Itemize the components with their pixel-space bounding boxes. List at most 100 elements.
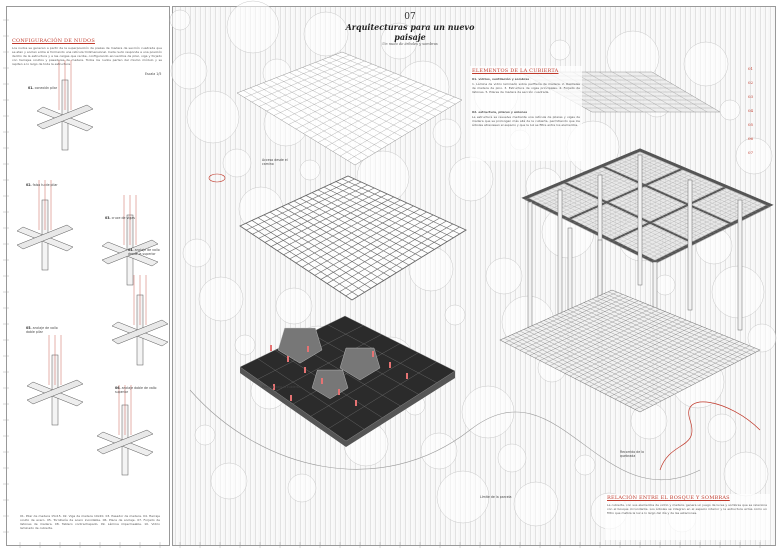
right-subheading-2: 02. estructura, pilares y uniones [472, 110, 528, 114]
title-block: 07 Arquitecturas para un nuevo paisaje U… [330, 12, 490, 46]
tree-canopy [186, 90, 240, 144]
layer-number: 07 [748, 150, 754, 155]
node-drawing-4 [111, 275, 169, 366]
right-beam-grid-line [611, 185, 728, 242]
node-beam [101, 239, 159, 265]
right-deck-grid-line [629, 345, 750, 408]
left-intro: Los nudos se generan a partir de la supe… [12, 46, 162, 66]
tree-canopy [448, 156, 494, 202]
node-label-4: 04. anclaje de vallo desde la superior [128, 248, 160, 256]
tree-canopy [497, 443, 527, 473]
sheet-number: 07 [404, 12, 416, 22]
tree-canopy [513, 481, 559, 527]
roof-glass-grid-line [309, 64, 429, 121]
tree-canopy [194, 424, 216, 446]
timber-column [637, 154, 643, 286]
tree-canopy [169, 9, 191, 31]
tree-canopy [234, 334, 256, 356]
space-frame-grid-line [339, 223, 454, 293]
bottom-text-block: RELACIÓN ENTRE EL BOSQUE Y SOMBRAS La cu… [605, 494, 770, 540]
node-label-3: 03. cruce de vigas [105, 216, 135, 220]
right-deck-grid-line [583, 302, 731, 366]
figure-person [389, 362, 391, 368]
terrain-contour [189, 389, 701, 481]
node-label-2: 02. falso tu de pilar [26, 183, 58, 187]
tree-canopy [303, 11, 349, 57]
pavilion-volume [339, 347, 381, 381]
right-deck-grid-line [609, 336, 729, 397]
space-frame-grid-line [345, 226, 460, 297]
layer-number: 03 [748, 94, 754, 99]
tree-canopy [170, 52, 208, 90]
tree-canopy [719, 99, 741, 121]
tree-canopy [747, 323, 777, 353]
node-beam [36, 104, 94, 130]
tree-canopy [198, 276, 244, 322]
scale-label: Escala 1/5 [145, 72, 162, 76]
tree-canopy [287, 473, 317, 503]
tree-canopy [735, 137, 773, 175]
node-drawing-6 [96, 385, 154, 476]
right-deck-grid [499, 289, 761, 413]
roof-glass-grid-line [335, 54, 456, 105]
node-label-6: 06. anclaje doble de vallo superior [115, 386, 157, 394]
right-body-1: 1. Lámina de vidrio laminado sobre perfi… [472, 82, 580, 94]
roof-glass-grid-line [302, 67, 422, 125]
right-deck-grid-line [579, 304, 726, 368]
right-batten-grid-line [636, 153, 767, 210]
dark-base-platform [239, 315, 456, 442]
timber-column [737, 199, 743, 331]
right-heading: ELEMENTOS DE LA CUBIERTA [472, 68, 559, 74]
right-deck-grid-line [563, 311, 709, 377]
space-frame-grid-line [335, 181, 454, 239]
annotation-4: Recorrido de la quebrada [620, 450, 645, 458]
roof-glass-grid-line [318, 84, 425, 143]
space-frame-grid [239, 175, 467, 301]
right-glass-roof-line [638, 71, 708, 113]
right-beam-grid-line [562, 181, 694, 244]
figure-person [290, 395, 292, 401]
tree-canopy [210, 462, 248, 500]
figure-person [270, 345, 272, 351]
tree-canopy [275, 287, 313, 325]
tree-canopy [432, 118, 462, 148]
right-deck-grid-line [559, 313, 705, 379]
figure-person [338, 389, 340, 395]
roof-glass-grid-line [325, 87, 433, 148]
roof-glass-grid-line [310, 81, 418, 139]
timber-column [557, 189, 563, 321]
right-deck-grid-line [607, 291, 756, 353]
figure-person [321, 378, 323, 384]
space-frame-grid-line [341, 178, 460, 235]
timber-column [527, 201, 533, 333]
annotation-2: Espacio bajo la cubierta [262, 385, 301, 389]
pavilion-volume [277, 327, 323, 364]
tree-canopy [723, 451, 769, 497]
layer-number: 01 [748, 66, 753, 71]
right-deck-grid-line [579, 324, 697, 382]
dark-base-platform-outline [239, 315, 456, 442]
right-beam-grid-line [567, 167, 684, 221]
tree-canopy [299, 159, 321, 181]
timber-column [687, 179, 693, 311]
figure-person [307, 346, 309, 352]
right-body-2: La estructura se resuelve mediante una r… [472, 115, 580, 127]
node-drawing-3 [101, 195, 159, 286]
page-title: Arquitecturas para un nuevo paisaje [345, 22, 475, 42]
roof-glass-grid-line [340, 93, 448, 157]
right-beam-grid [521, 148, 774, 264]
figure-person [372, 351, 374, 357]
annotation-3: Límite de la parcela [480, 495, 512, 499]
right-deck-grid-line [587, 300, 735, 364]
tree-canopy [444, 304, 466, 326]
right-glass-roof-line [625, 71, 695, 113]
node-beam [26, 379, 84, 405]
page-subtitle: Un nudo de árboles y sombras [382, 42, 438, 46]
right-deck-grid-line [591, 298, 739, 362]
right-deck-grid-line [624, 343, 745, 405]
figure-person [287, 356, 289, 362]
right-deck-grid-line [604, 334, 724, 395]
right-deck-grid-line [603, 293, 752, 355]
dark-base-platform-line [328, 361, 437, 429]
space-frame-grid-line [333, 220, 447, 288]
